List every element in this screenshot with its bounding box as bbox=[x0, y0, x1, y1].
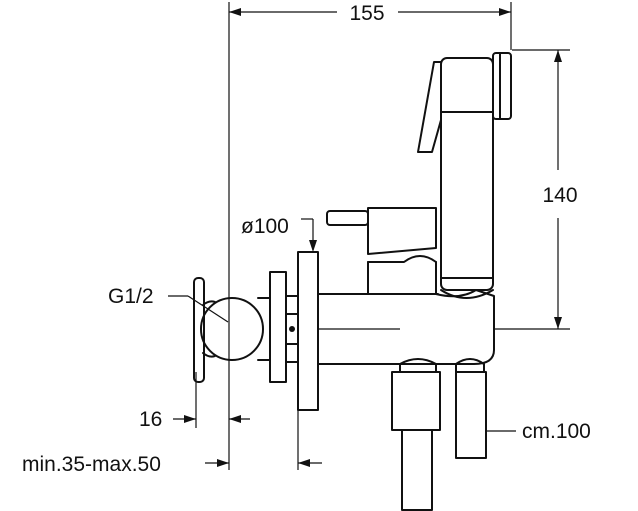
wall-depth-label: min.35-max.50 bbox=[22, 453, 161, 476]
seat-center-dot bbox=[289, 326, 295, 332]
handshower-head bbox=[492, 52, 512, 120]
dimension-hose-length: cm.100 bbox=[487, 420, 591, 443]
valve-body bbox=[257, 271, 299, 383]
handle-arc-top bbox=[202, 300, 216, 306]
hose-left bbox=[401, 429, 433, 511]
arrow-left bbox=[217, 459, 229, 467]
handle-bar bbox=[193, 277, 205, 383]
housing-transition bbox=[367, 255, 437, 263]
arrow-top bbox=[554, 50, 562, 62]
dimension-height-handshower: 140 bbox=[495, 49, 578, 330]
hose-right bbox=[455, 371, 487, 459]
hose-length-label: cm.100 bbox=[522, 420, 591, 443]
handshower-base bbox=[440, 289, 494, 299]
arrow-left bbox=[229, 8, 241, 16]
dimension-flange-diameter: ø100 bbox=[241, 215, 317, 252]
arrow-down bbox=[309, 240, 317, 252]
arrow-right bbox=[298, 459, 310, 467]
valve-spindle-circle bbox=[200, 297, 264, 361]
dimension-width-total: 155 bbox=[228, 2, 512, 470]
body-outline bbox=[317, 293, 439, 365]
valve-offset-label: 16 bbox=[139, 408, 162, 431]
handshower-body bbox=[440, 57, 494, 291]
hoses bbox=[391, 371, 487, 511]
arrow-right bbox=[229, 415, 241, 423]
mixer-body bbox=[317, 207, 495, 373]
thread-label: G1/2 bbox=[108, 285, 154, 308]
valve-collar bbox=[269, 271, 287, 383]
outlet-right-cap bbox=[455, 358, 485, 373]
hose-nut-left bbox=[391, 371, 441, 431]
control-lever bbox=[326, 210, 369, 226]
arrow-right bbox=[499, 8, 511, 16]
handle-arc-bottom bbox=[202, 352, 216, 358]
trigger-lever bbox=[417, 61, 442, 153]
dimension-wall-depth: min.35-max.50 bbox=[22, 350, 322, 476]
arrow-left bbox=[184, 415, 196, 423]
flange-diameter-label: ø100 bbox=[241, 215, 289, 238]
control-housing bbox=[367, 207, 437, 255]
valve-handle bbox=[193, 277, 264, 383]
outlet-left-cap bbox=[399, 358, 437, 373]
valve-neck bbox=[257, 297, 271, 361]
handshower bbox=[417, 52, 512, 299]
arrow-bottom bbox=[554, 317, 562, 329]
height-label: 140 bbox=[542, 184, 577, 207]
dimension-thread: G1/2 bbox=[108, 285, 229, 323]
width-total-label: 155 bbox=[349, 2, 384, 25]
wall-flange bbox=[297, 251, 319, 411]
flange-plate bbox=[297, 251, 319, 411]
